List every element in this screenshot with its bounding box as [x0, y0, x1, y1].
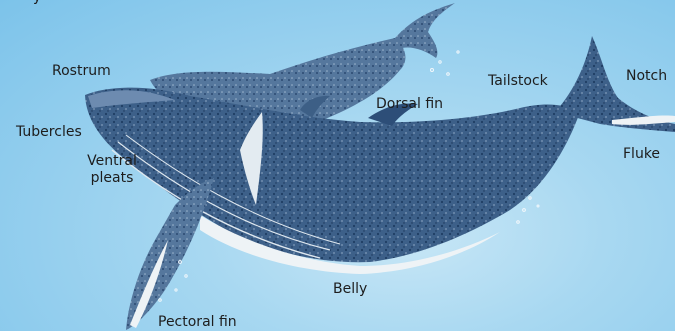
- pectoral-fin-shape: [126, 178, 214, 330]
- label-dorsal-fin: Dorsal fin: [376, 96, 443, 113]
- label-ventral-pleats-line2: pleats: [81, 170, 143, 187]
- label-notch: Notch: [626, 68, 667, 85]
- label-top-fragment: y: [33, 0, 41, 6]
- label-belly: Belly: [333, 281, 367, 298]
- label-ventral-pleats-line1: Ventral: [81, 153, 143, 170]
- label-tailstock: Tailstock: [488, 73, 548, 90]
- label-rostrum: Rostrum: [52, 63, 111, 80]
- label-fluke: Fluke: [623, 146, 660, 163]
- label-tubercles: Tubercles: [16, 124, 82, 141]
- label-pectoral-fin: Pectoral fin: [158, 314, 237, 331]
- label-ventral-pleats: Ventral pleats: [81, 153, 143, 187]
